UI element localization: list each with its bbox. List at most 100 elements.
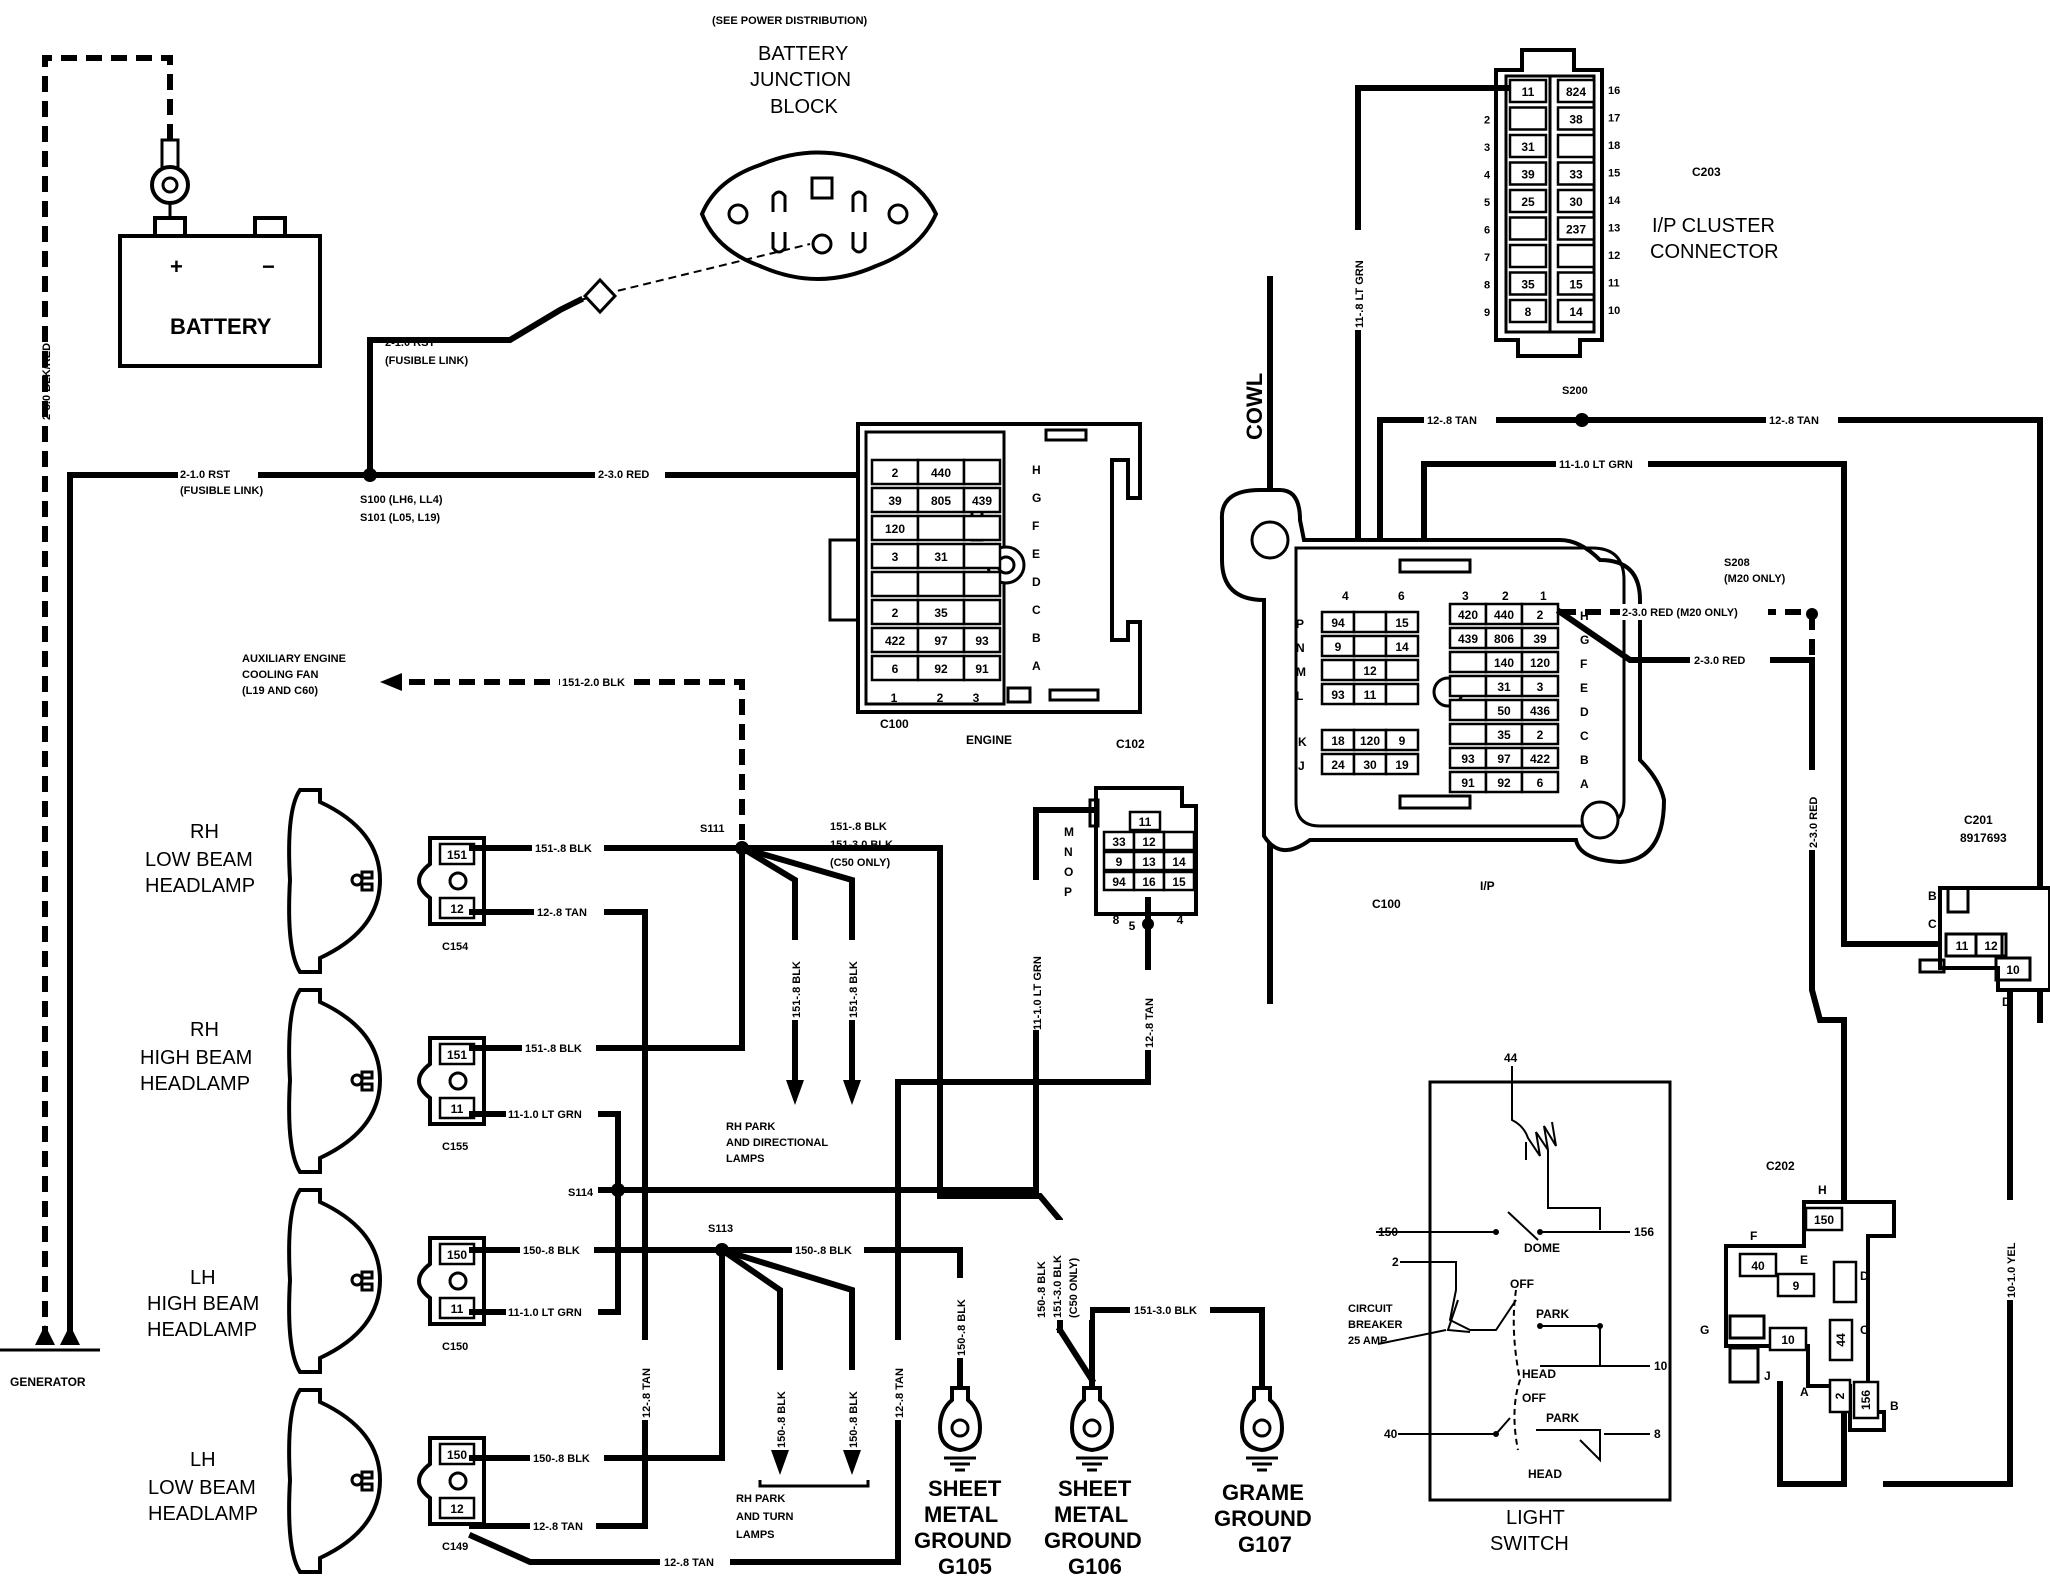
ipc-top-num-3: 3 (1462, 589, 1469, 603)
ip-left-pin-35: 35 (1521, 278, 1535, 292)
small-pin-cell (1162, 850, 1196, 872)
ip-right-pin-824: 824 (1566, 85, 1586, 99)
ipc-left-bottom-letter-K: K (1298, 735, 1307, 749)
engine-pin-2: 2 (892, 606, 899, 620)
ipc-right-letter-G: G (1580, 633, 1589, 647)
connector-pin-cell (438, 896, 476, 920)
engine-pin-3: 3 (892, 550, 899, 564)
ls-title-2: SWITCH (1490, 1533, 1569, 1555)
headlamp-prong (360, 1070, 374, 1080)
headlamp-name-line: HEADLAMP (147, 1319, 257, 1341)
ip-right-cell (1556, 133, 1596, 159)
connector-pin-cell (438, 1442, 476, 1466)
c201-pin-12: 12 (1984, 939, 1998, 953)
ipc-right-pin-93: 93 (1461, 752, 1475, 766)
ipc-left-pin-15: 15 (1395, 616, 1409, 630)
cowl-label: COWL (1242, 373, 1267, 440)
battery-label: BATTERY (170, 314, 272, 339)
small-pin-13: 13 (1142, 855, 1156, 869)
small-pin-cell (1128, 810, 1162, 832)
engine-pin-cell (962, 542, 1002, 570)
c201-name: C201 (1964, 813, 1993, 827)
wire-label-fusible-left: 2-1.0 RST (180, 469, 230, 481)
ip-right-num: 10 (1608, 305, 1620, 317)
headlamp-connector-name: C155 (442, 1141, 468, 1153)
ip-right-cell (1556, 216, 1596, 241)
aux-fan-label-3: (L19 AND C60) (242, 685, 318, 697)
wire-label-150-8-blk-v2: 150-.8 BLK (848, 1391, 860, 1448)
c202-letter-e: E (1800, 1253, 1808, 1267)
small-pin-cell (1162, 870, 1196, 892)
ip-left-num: 6 (1484, 225, 1490, 237)
wire-label-151-2-blk: 151-2.0 BLK (562, 677, 625, 689)
ipc-right-pin-436: 436 (1530, 704, 1550, 718)
ip-left-num: 5 (1484, 197, 1490, 209)
ground-symbol-icon (1246, 1456, 1278, 1472)
engine-pin-cell (962, 486, 1002, 514)
wire-label-150-8-blk-c: 150-.8 BLK (533, 1453, 590, 1465)
wire-label-11-8-ltgrn: 11-.8 LT GRN (1354, 260, 1366, 328)
splice-s114-label: S114 (568, 1187, 594, 1199)
grounds: SHEETMETALGROUNDG105SHEETMETALGROUNDG106… (914, 1367, 1312, 1579)
headlamp-filament-icon (350, 873, 364, 887)
ip-left-cell (1508, 298, 1548, 324)
small-pin-94: 94 (1112, 875, 1126, 889)
engine-pin-cell (916, 570, 966, 598)
engine-letter-H: H (1032, 463, 1041, 477)
connector-pin-cell (438, 1296, 476, 1320)
engine-pin-cell (870, 486, 920, 514)
engine-c102-label: C102 (1116, 737, 1145, 751)
ip-left-num: 7 (1484, 252, 1490, 264)
ip-right-pin-33: 33 (1569, 168, 1583, 182)
c202-pin-44: 44 (1834, 1333, 1848, 1347)
ipc-right-letter-A: A (1580, 777, 1589, 791)
ipc-left-bottom-letter-J: J (1298, 759, 1305, 773)
wire-label-fusible-top-note: (FUSIBLE LINK) (385, 355, 468, 367)
ip-right-cell (1556, 243, 1596, 269)
engine-pin-cell (962, 654, 1002, 682)
ip-right-num: 13 (1608, 223, 1620, 235)
engine-pin-2: 2 (892, 466, 899, 480)
connector-pin-cell (438, 842, 476, 866)
engine-letter-C: C (1032, 603, 1041, 617)
ipc-left-cell (1384, 682, 1420, 706)
wire-label-151-8-blk-v1: 151-.8 BLK (791, 961, 803, 1018)
engine-pin-120: 120 (885, 522, 905, 536)
splice-s200-label: S200 (1562, 385, 1588, 397)
ipc-left-bottom-pin-24: 24 (1331, 758, 1345, 772)
wire-label-2-8-blkred: 2-8.0 BLK/RED (41, 343, 53, 420)
headlamp-filament-icon (350, 1273, 364, 1287)
engine-letter-G: G (1032, 491, 1041, 505)
ground-name-line: SHEET (1058, 1476, 1132, 1501)
ipc-right-pin-92: 92 (1497, 776, 1511, 790)
engine-pin-6: 6 (892, 662, 899, 676)
wire-11-8-ltgrn (1355, 85, 1509, 623)
aux-fan-label-2: COOLING FAN (242, 669, 318, 681)
ipc-right-cell (1520, 626, 1560, 650)
connector-pin-cell (438, 1242, 476, 1266)
wire-label-151-3-blk-h: 151-3.0 BLK (1134, 1305, 1197, 1317)
ip-right-cell (1556, 188, 1596, 214)
engine-pin-cell (962, 514, 1002, 542)
engine-pin-cell (916, 626, 966, 654)
ipc-left-pin-94: 94 (1331, 616, 1345, 630)
headlamp-bulb-icon (287, 788, 383, 974)
c202-pin-10: 10 (1781, 1333, 1795, 1347)
ip-left-cell (1508, 271, 1548, 296)
small-pin-8: 8 (1113, 913, 1120, 927)
ipc-left-letter-P: P (1296, 617, 1304, 631)
ip-right-pin-15: 15 (1569, 278, 1583, 292)
splice-s208-label: S208 (1724, 557, 1750, 569)
small-letter-M: M (1064, 825, 1074, 839)
fusible-link-top: 2-1.0 RST (FUSIBLE LINK) (367, 243, 811, 473)
generator: GENERATOR (0, 472, 373, 1389)
small-pin-16: 16 (1142, 875, 1156, 889)
engine-col-3: 3 (973, 691, 980, 705)
wire-label-12-8-tan-a: 12-.8 TAN (537, 907, 587, 919)
ip-right-num: 17 (1608, 113, 1620, 125)
headlamp-prong (360, 1082, 374, 1092)
ipc-top-num-6: 6 (1398, 589, 1405, 603)
